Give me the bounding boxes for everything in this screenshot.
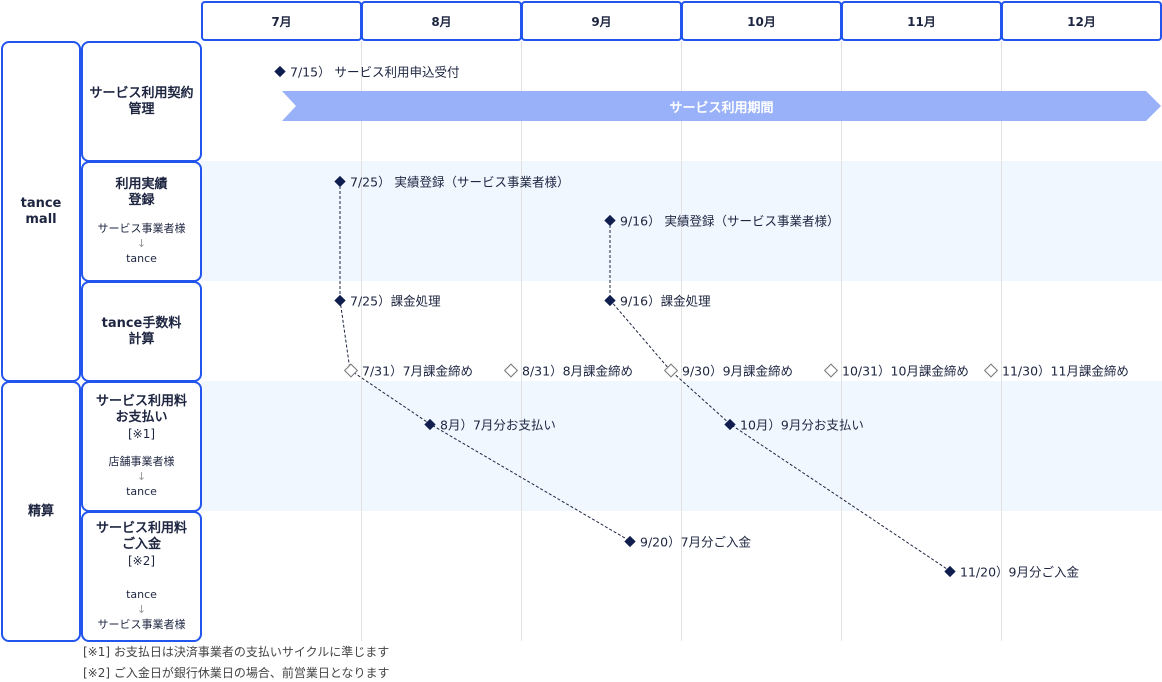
row-title: サービス利用料	[95, 393, 187, 409]
row-from: サービス事業者様	[97, 221, 186, 235]
group-tance-mall: tance mall	[1, 41, 81, 382]
milestone: 7/31）7月課金締め	[343, 361, 473, 380]
milestone: 11/30）11月課金締め	[983, 361, 1129, 380]
diamond-icon	[624, 535, 636, 547]
row-title: 管理	[128, 101, 155, 117]
row-title: サービス利用契約	[89, 85, 194, 101]
down-arrow-icon: ↓	[136, 236, 147, 250]
row-label-fee: tance手数料計算	[81, 281, 202, 382]
row-note: [※2]	[127, 553, 156, 568]
milestone: 7/25） 実績登録（サービス事業者様）	[334, 172, 570, 191]
diamond-icon	[334, 175, 346, 187]
grid-line	[681, 41, 682, 641]
period-bar-label: サービス利用期間	[669, 100, 774, 116]
row-title: お支払い	[115, 409, 168, 425]
milestone: 9/16）課金処理	[604, 291, 711, 310]
month-header: 11月	[841, 1, 1002, 41]
grid-line	[521, 41, 522, 641]
milestone: 9/16） 実績登録（サービス事業者様）	[604, 211, 840, 230]
footnote: [※2] ご入金日が銀行休業日の場合、前営業日となります	[83, 666, 390, 680]
month-header: 9月	[521, 1, 682, 41]
hollow-diamond-icon	[663, 362, 679, 378]
hollow-diamond-icon	[823, 362, 839, 378]
row-title: 登録	[128, 192, 155, 208]
row-title: サービス利用料	[95, 520, 187, 536]
grid-line	[361, 41, 362, 641]
hollow-diamond-icon	[503, 362, 519, 378]
month-header: 8月	[361, 1, 522, 41]
milestone: 9/30）9月課金締め	[663, 361, 793, 380]
grid-line	[841, 41, 842, 641]
row-label-payment: サービス利用料お支払い[※1] 店舗事業者様↓tance	[81, 381, 202, 512]
diamond-icon	[604, 294, 616, 306]
hollow-diamond-icon	[343, 362, 359, 378]
diamond-icon	[424, 418, 436, 430]
row-title: ご入金	[121, 536, 161, 552]
grid-line	[1001, 41, 1002, 641]
row-label-usage: 利用実績登録 サービス事業者様↓tance	[81, 161, 202, 282]
row-from: tance	[126, 587, 157, 601]
row-title: 利用実績	[115, 176, 168, 192]
connector-line	[609, 299, 951, 572]
row-label-deposit: サービス利用料ご入金[※2] tance↓サービス事業者様	[81, 511, 202, 642]
milestone: 10/31）10月課金締め	[823, 361, 969, 380]
milestone: 8月）7月分お支払い	[424, 415, 556, 434]
down-arrow-icon: ↓	[136, 469, 147, 483]
row-title: tance手数料	[101, 315, 182, 331]
diamond-icon	[604, 214, 616, 226]
month-header: 10月	[681, 1, 842, 41]
row-to: サービス事業者様	[97, 617, 186, 631]
row-to: tance	[126, 484, 157, 498]
row-from: 店舗事業者様	[108, 454, 175, 468]
milestone: 9/20）7月分ご入金	[624, 532, 751, 551]
diamond-icon	[334, 294, 346, 306]
milestone: 10月）9月分お支払い	[724, 415, 864, 434]
hollow-diamond-icon	[983, 362, 999, 378]
row-note: [※1]	[127, 426, 156, 441]
row-title: 計算	[128, 331, 155, 347]
milestone: 8/31）8月課金締め	[503, 361, 633, 380]
footnote: [※1] お支払日は決済事業者の支払いサイクルに準じます	[83, 645, 390, 659]
milestone: 11/20）9月分ご入金	[944, 562, 1079, 581]
group-label: 精算	[27, 503, 54, 519]
diamond-icon	[274, 65, 286, 77]
row-to: tance	[126, 251, 157, 265]
diamond-icon	[944, 565, 956, 577]
month-header: 12月	[1001, 1, 1162, 41]
down-arrow-icon: ↓	[136, 602, 147, 616]
milestone: 7/25）課金処理	[334, 291, 441, 310]
period-bar-shape	[282, 91, 1161, 121]
connector-line	[339, 299, 631, 542]
group-label: tance mall	[20, 195, 62, 227]
diamond-icon	[724, 418, 736, 430]
milestone: 7/15） サービス利用申込受付	[274, 62, 460, 81]
group-settlement: 精算	[1, 381, 81, 642]
